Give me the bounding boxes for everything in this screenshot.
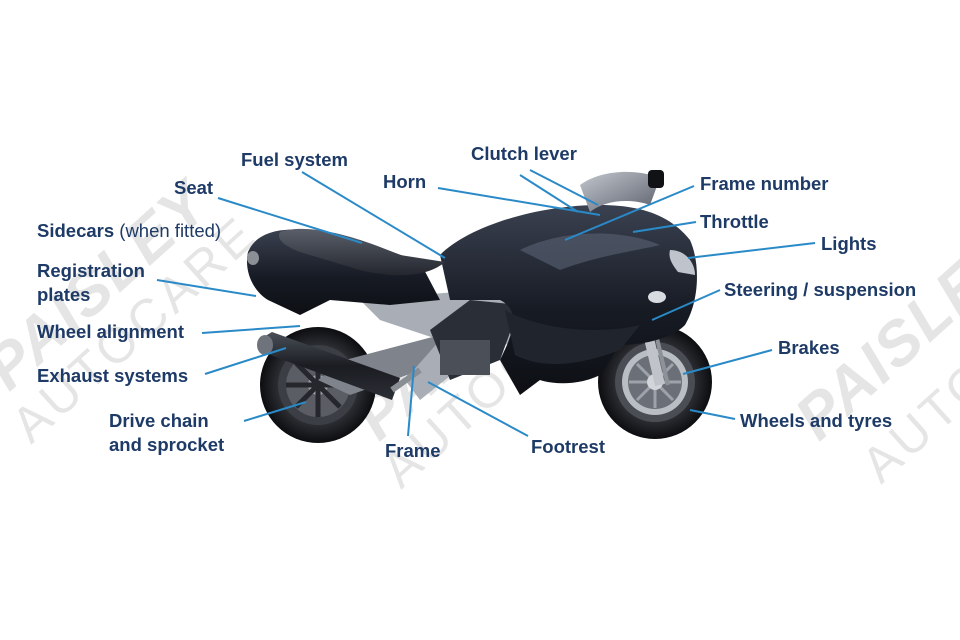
leader-horn bbox=[437, 187, 601, 216]
label-brakes: Brakes bbox=[778, 337, 840, 358]
seat bbox=[279, 228, 445, 276]
leader-clutch-lever-b bbox=[519, 174, 579, 213]
label-registration: Registration plates bbox=[37, 259, 145, 307]
label-throttle: Throttle bbox=[700, 211, 769, 232]
label-sidecars-note: (when fitted) bbox=[119, 220, 222, 241]
label-horn: Horn bbox=[383, 171, 427, 192]
label-wheels-and-tyres: Wheels and tyres bbox=[740, 410, 893, 431]
leader-fuel-system bbox=[301, 171, 446, 259]
label-frame: Frame bbox=[385, 440, 441, 461]
leader-seat bbox=[217, 197, 363, 244]
label-drive-line2: and sprocket bbox=[109, 434, 225, 455]
bike-body bbox=[246, 170, 697, 395]
leader-frame bbox=[407, 365, 415, 437]
label-registration-line1: Registration bbox=[37, 260, 145, 281]
label-lights: Lights bbox=[821, 233, 877, 254]
label-exhaust-systems: Exhaust systems bbox=[37, 365, 189, 386]
label-sidecars: Sidecars (when fitted) bbox=[37, 219, 221, 243]
leader-wheel-alignment bbox=[201, 325, 301, 334]
leader-lines bbox=[156, 169, 816, 437]
exhaust-pipe bbox=[257, 332, 422, 400]
leader-frame-number bbox=[564, 185, 695, 241]
leader-wheels bbox=[689, 409, 736, 420]
leader-steering bbox=[651, 289, 721, 321]
label-drive-chain: Drive chain and sprocket bbox=[109, 409, 224, 457]
label-frame-number: Frame number bbox=[700, 173, 829, 194]
label-seat: Seat bbox=[174, 177, 214, 198]
leader-drive-chain bbox=[243, 401, 307, 422]
leader-registration bbox=[156, 279, 257, 297]
label-fuel-system: Fuel system bbox=[241, 149, 348, 170]
label-wheel-alignment: Wheel alignment bbox=[37, 321, 184, 342]
label-steering-suspension: Steering / suspension bbox=[724, 279, 917, 300]
leader-brakes bbox=[682, 349, 773, 375]
label-clutch-lever: Clutch lever bbox=[471, 143, 577, 164]
leader-footrest bbox=[427, 381, 529, 437]
leader-throttle bbox=[632, 221, 697, 233]
label-sidecars-text: Sidecars bbox=[37, 220, 115, 241]
leader-clutch-lever-a bbox=[529, 169, 599, 206]
leader-lights bbox=[687, 242, 816, 259]
label-registration-line2: plates bbox=[37, 284, 91, 305]
leader-exhaust bbox=[204, 347, 287, 375]
label-footrest: Footrest bbox=[531, 436, 605, 457]
label-drive-line1: Drive chain bbox=[109, 410, 209, 431]
